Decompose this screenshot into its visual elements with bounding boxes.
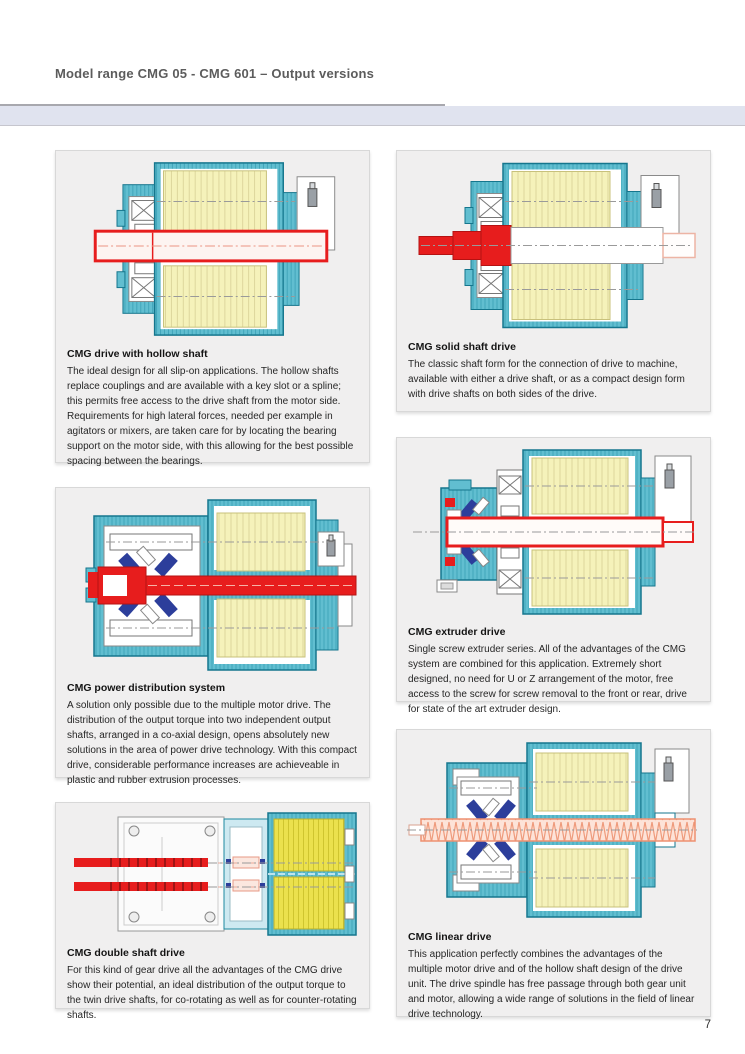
page-number: 7 — [704, 1019, 711, 1031]
rotor-centerlines — [156, 201, 296, 297]
panel-power-distribution: CMG power distribution system A solution… — [55, 487, 370, 786]
sensor-icon — [326, 534, 336, 557]
sensor-icon — [651, 183, 662, 208]
rotor-centerlines — [106, 541, 334, 629]
panel-linear-drive: CMG linear drive This application perfec… — [396, 729, 711, 1020]
panel-heading: CMG solid shaft drive — [408, 341, 516, 353]
shaft-centerlines — [208, 862, 354, 888]
hollow-extruder-shaft — [413, 516, 697, 547]
panel-body: Single screw extruder series. All of the… — [408, 644, 687, 715]
coupling-section — [210, 818, 269, 930]
gear-unit — [117, 816, 225, 932]
linear-drive-drawing — [407, 741, 697, 918]
solid-shaft — [418, 225, 696, 266]
extruder-drawing — [413, 448, 697, 615]
panel-extruder: CMG extruder drive Single screw extruder… — [396, 437, 711, 715]
panel-heading: CMG double shaft drive — [67, 947, 185, 959]
sensor-icon — [664, 463, 675, 488]
panel-heading: CMG extruder drive — [408, 626, 506, 638]
panel-body: This application perfectly combines the … — [408, 949, 695, 1020]
extruder-diagram — [397, 438, 710, 625]
header-band-rule — [0, 104, 445, 106]
panel-body: The ideal design for all slip-on applica… — [67, 366, 354, 467]
rotor-centerlines — [505, 201, 639, 290]
hollow-shaft-drawing — [93, 162, 336, 336]
power-distribution-diagram — [56, 488, 369, 681]
bevel-gears — [466, 797, 516, 862]
solid-shaft-diagram — [397, 151, 710, 340]
hollow-shaft — [93, 229, 329, 263]
panel-body: For this kind of gear drive all the adva… — [67, 965, 357, 1021]
linear-drive-diagram — [397, 730, 710, 930]
power-distribution-drawing — [85, 499, 357, 671]
header-band — [0, 104, 745, 126]
hollow-shaft-diagram — [56, 151, 369, 347]
panel-solid-shaft: CMG solid shaft drive The classic shaft … — [396, 150, 711, 412]
panel-double-shaft: CMG double shaft drive For this kind of … — [55, 802, 370, 1021]
bevel-gears — [118, 545, 178, 625]
double-shaft-drawing — [74, 812, 357, 936]
panel-heading: CMG power distribution system — [67, 682, 226, 694]
sensor-icon — [307, 182, 318, 207]
sensor-icon — [663, 756, 674, 781]
rotor-centerlines — [449, 781, 655, 878]
double-shaft-diagram — [56, 803, 369, 946]
twin-drive-shafts — [74, 858, 208, 891]
page-title: Model range CMG 05 - CMG 601 – Output ve… — [55, 66, 375, 81]
rotor-centerlines — [525, 485, 655, 578]
panel-body: A solution only possible due to the mult… — [67, 700, 357, 786]
panel-hollow-shaft: CMG drive with hollow shaft The ideal de… — [55, 150, 370, 467]
panel-heading: CMG drive with hollow shaft — [67, 348, 208, 360]
panel-body: The classic shaft form for the connectio… — [408, 359, 685, 400]
threaded-spindle — [407, 817, 697, 842]
coaxial-shafts — [88, 566, 357, 605]
panel-heading: CMG linear drive — [408, 931, 492, 943]
solid-shaft-drawing — [418, 162, 696, 329]
motor-housing — [267, 812, 357, 936]
